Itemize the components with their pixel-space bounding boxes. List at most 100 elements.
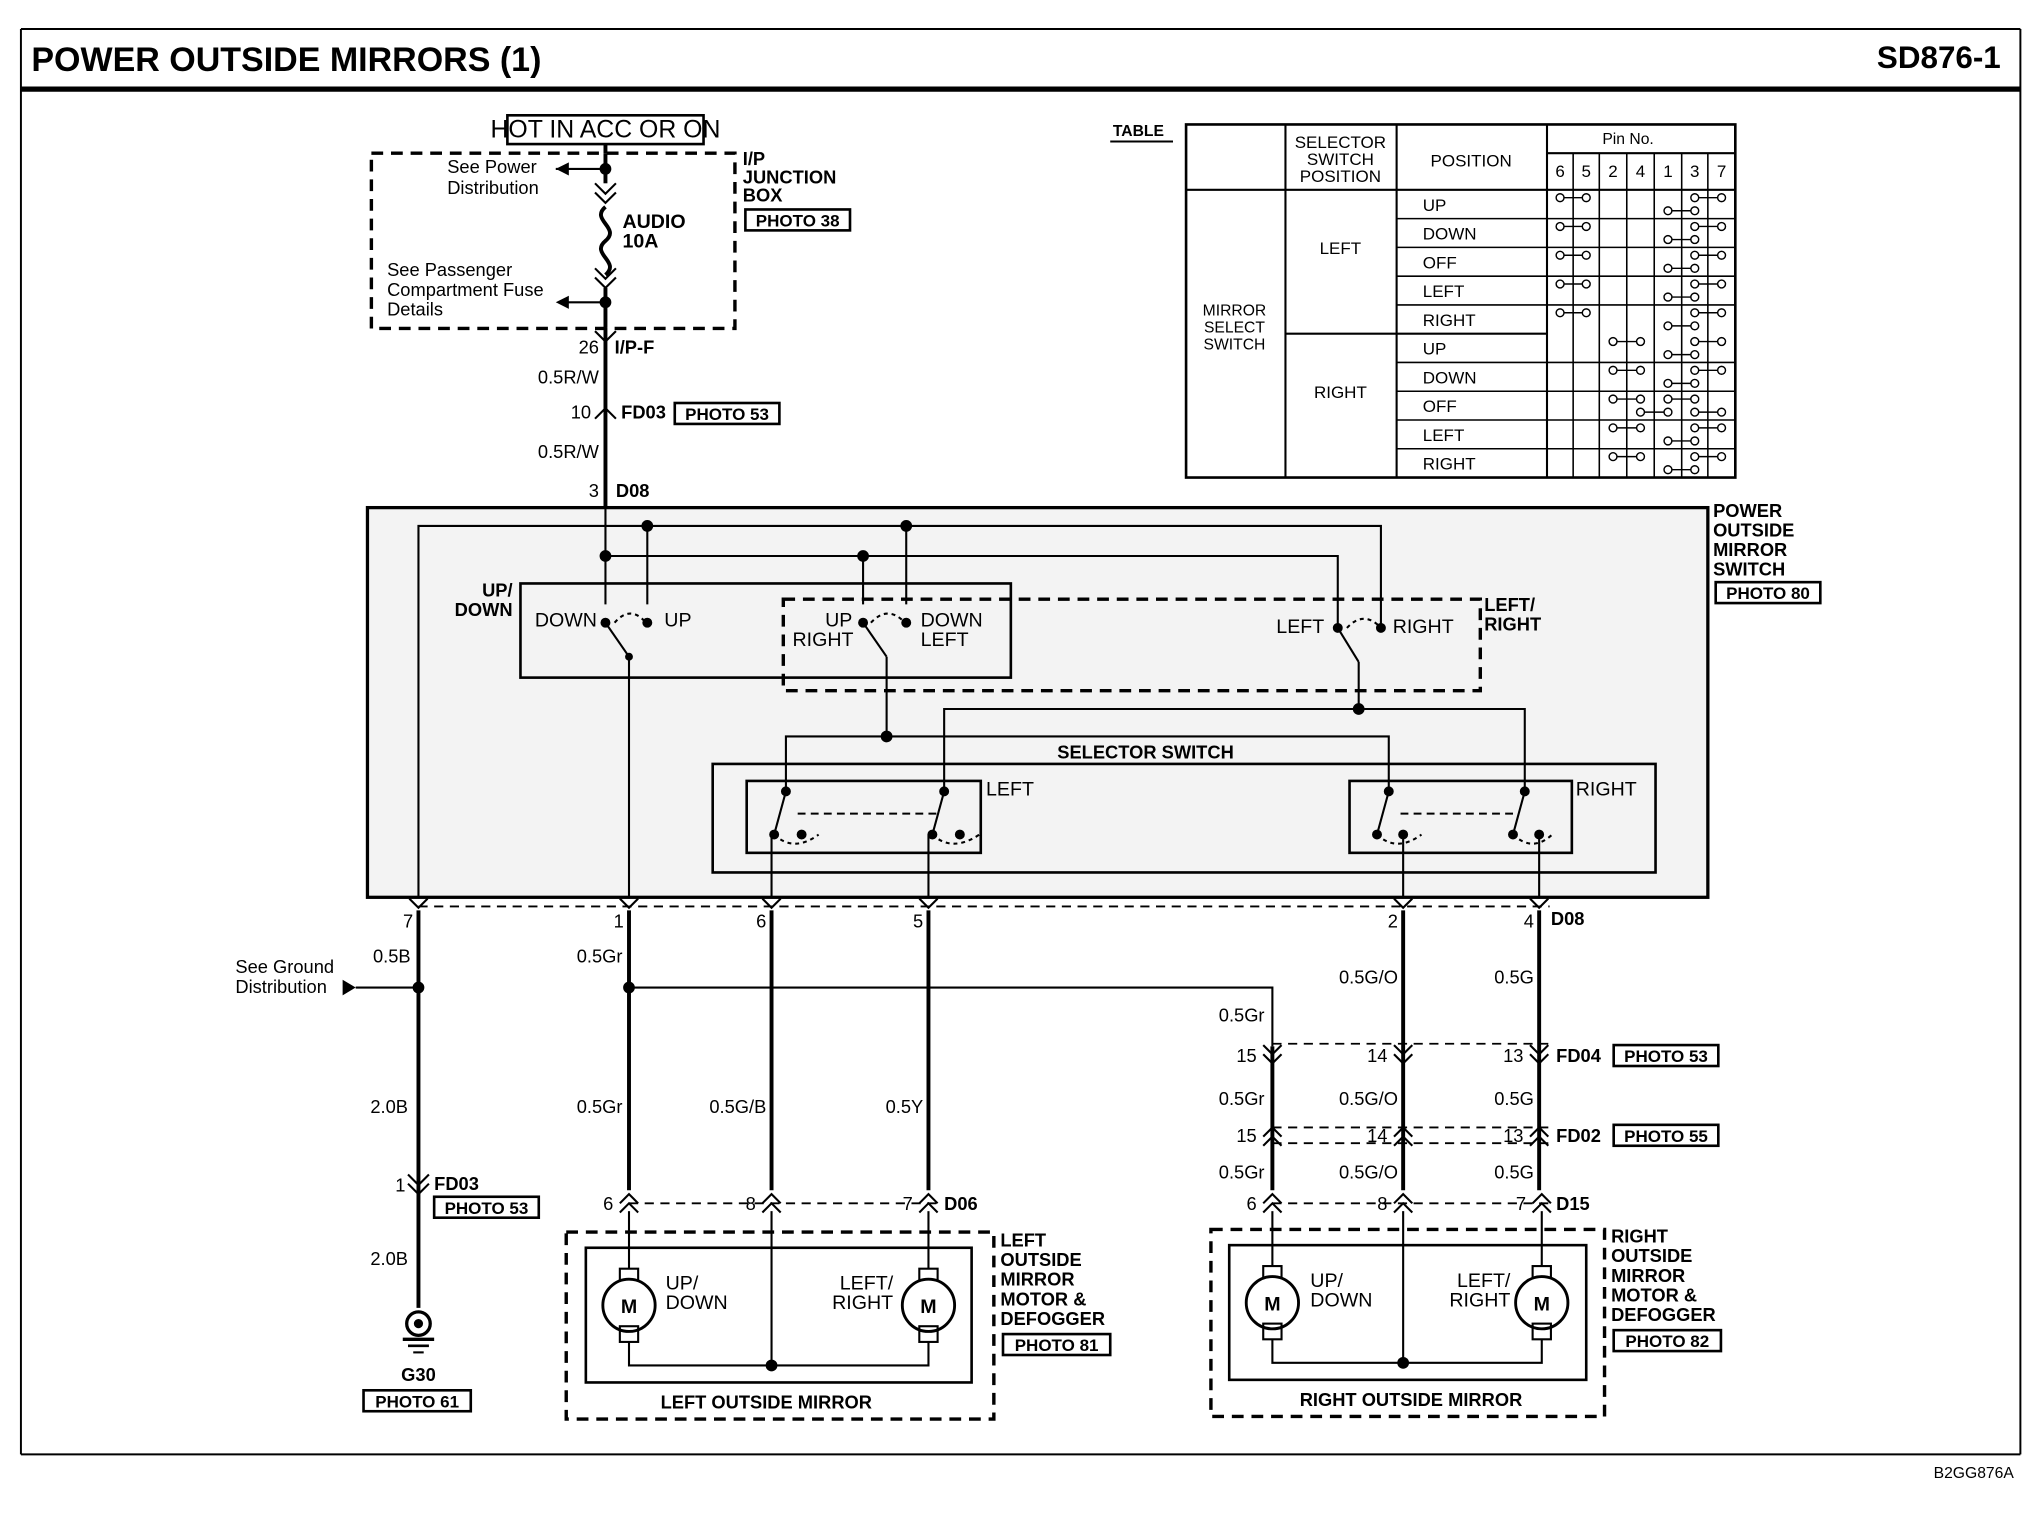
contact-mark [1690,250,1700,260]
table-position-cell: DOWN [1423,225,1477,244]
connector-chevron-icon [1262,1053,1283,1065]
fuse-icon [599,205,612,277]
ground-name: G30 [401,1364,436,1385]
contact-mark [1608,423,1618,433]
connector-fd03: FD03 [434,1173,479,1194]
connector-d15: D15 [1556,1193,1590,1214]
contact-mark [1663,349,1673,360]
contact-mark [1635,423,1646,433]
pin-number: 14 [1367,1125,1387,1146]
see-power-line1: See Power [447,156,537,177]
contact-mark [1716,193,1727,203]
contact-mark [1581,193,1591,203]
right-leftright-motor: M [1514,1211,1570,1341]
contact-mark [1716,423,1727,433]
table-cell: LEFT [1320,239,1362,258]
connector-chevron-icon [619,1192,639,1205]
ground-icon [405,1310,432,1338]
arrow-right-icon [342,979,356,996]
wire-color: 0.5G [1494,967,1534,988]
contact-mark [1555,308,1565,318]
footer-code: B2GG876A [1934,1465,2015,1482]
contact-mark [1581,221,1591,232]
connector-chevron-icon [1393,1192,1414,1205]
updown-switch-box [519,582,1013,679]
table-header: Pin No. [1602,131,1653,148]
contact-mark [1663,234,1673,245]
pin-number: 4 [1524,910,1534,931]
see-fuse-line1: See Passenger [387,259,512,280]
contact-mark [1690,436,1700,446]
left-mirror-label: LEFT [1000,1229,1046,1250]
wire-color: 0.5G/O [1339,1161,1398,1182]
wire-color: 0.5B [373,946,411,967]
page-title: POWER OUTSIDE MIRRORS (1) [31,41,541,79]
selector-right-label: RIGHT [1576,778,1637,800]
junction-label-2: JUNCTION [743,166,837,187]
switch-contacts [600,612,1386,663]
contact-mark [1716,308,1727,318]
connector-chevron-icon [1393,1201,1414,1214]
table-pin-header: 2 [1608,162,1617,181]
right-mirror-label: MIRROR [1611,1265,1685,1286]
pin-number: 1 [395,1175,405,1196]
pin-number: 10 [571,402,591,423]
connector-chevron-icon [1262,1125,1283,1138]
connector-chevron-icon [1393,897,1414,910]
pin-number: 7 [1516,1193,1526,1214]
pin-number: 7 [403,910,413,931]
contact-mark [1663,292,1673,302]
contact-mark [1690,336,1700,347]
table-row-group: SELECT [1204,319,1265,336]
mirror-switch-body [365,505,1710,899]
see-fuse-line3: Details [387,298,443,319]
table-pin-header: 1 [1663,162,1672,181]
contact-mark [1663,263,1673,273]
pin-number: 15 [1236,1045,1256,1066]
pin-number: 6 [603,1193,613,1214]
connector-chevron-icon [1529,897,1550,910]
table-position-cell: RIGHT [1423,311,1476,330]
connector-chevron-icon [1262,1135,1283,1147]
table-pin-header: 4 [1636,162,1645,181]
connector-chevron-icon [619,1201,639,1214]
wire-color: 0.5G/B [709,1096,766,1117]
connector-chevron-icon [761,897,782,910]
contact-mark [1690,378,1700,389]
contact-mark [1690,308,1700,318]
diagram-code: SD876-1 [1877,40,2001,75]
contact-mark [1608,394,1618,404]
connector-chevron-icon [594,182,617,205]
table-position-cell: UP [1423,196,1447,215]
wire-color: 0.5Gr [577,1096,623,1117]
contact-mark [1690,234,1700,245]
table-row-group: SWITCH [1204,336,1266,353]
contact-mark [1635,336,1646,347]
contact-mark [1581,279,1591,289]
table-position-cell: DOWN [1423,368,1477,387]
contact-mark [1663,378,1673,389]
pin-number: 8 [1377,1193,1387,1214]
table-position-cell: OFF [1423,397,1457,416]
junction-photo: PHOTO 38 [756,211,840,230]
mirror-switch-label: MIRROR [1713,539,1787,560]
connector-chevron-icon [761,1201,782,1214]
switch-label: RIGHT [1393,616,1454,638]
switch-label: RIGHT [1484,614,1541,635]
table-position-cell: LEFT [1423,282,1465,301]
right-mirror-outline [1209,1227,1607,1419]
pin-number: 3 [589,480,599,501]
contact-mark [1690,321,1700,331]
pin-number: 2 [1388,910,1398,931]
wire-color: 0.5G [1494,1161,1534,1182]
contact-mark [1716,279,1727,289]
selector-contacts [769,786,1553,845]
see-fuse-line2: Compartment Fuse [387,279,544,300]
connector-chevron-icon [1262,1192,1283,1205]
left-leftright-motor: M [900,1211,957,1343]
contact-mark [1608,336,1618,347]
right-mirror-label: MOTOR & [1611,1284,1697,1305]
